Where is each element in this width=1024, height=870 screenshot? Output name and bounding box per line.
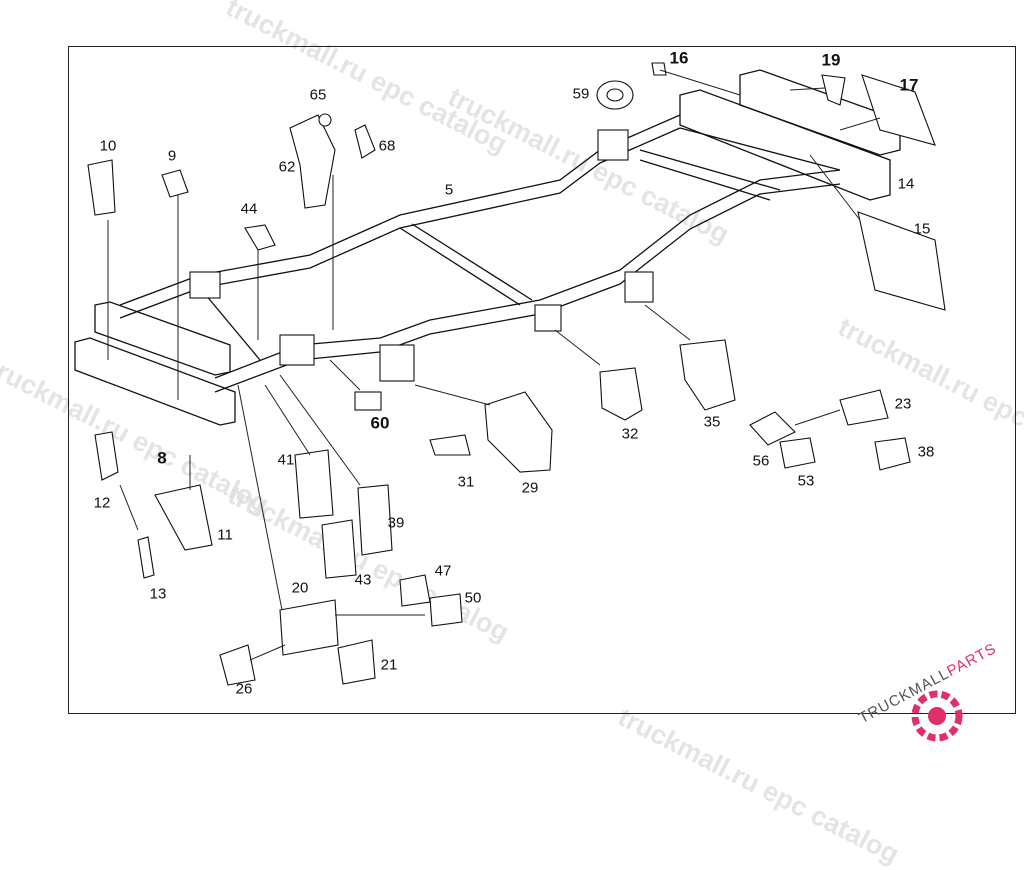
- truckmall-logo: TRUCKMALLPARTS: [852, 640, 1022, 748]
- callout-62: 62: [278, 158, 296, 176]
- callout-41: 41: [277, 451, 295, 469]
- frame-assembly: [74, 69, 901, 426]
- callout-13: 13: [149, 585, 167, 603]
- exploded-drawing: [74, 62, 946, 686]
- callout-65: 65: [309, 86, 327, 104]
- callout-23: 23: [894, 395, 912, 413]
- callout-31: 31: [457, 473, 475, 491]
- callout-20: 20: [291, 579, 309, 597]
- callout-56: 56: [752, 452, 770, 470]
- callout-11: 11: [217, 526, 233, 544]
- callout-60: 60: [370, 413, 390, 433]
- callout-16: 16: [669, 48, 689, 68]
- callout-50: 50: [464, 589, 482, 607]
- callout-19: 19: [821, 50, 841, 70]
- callout-17: 17: [899, 75, 919, 95]
- callout-53: 53: [797, 472, 815, 490]
- callout-9: 9: [167, 147, 177, 165]
- gear-icon: [911, 690, 963, 742]
- diagram-frame: [68, 46, 1016, 714]
- callout-43: 43: [354, 571, 372, 589]
- callout-32: 32: [621, 425, 639, 443]
- callout-68: 68: [378, 137, 396, 155]
- callout-21: 21: [380, 656, 398, 674]
- callout-59: 59: [572, 85, 590, 103]
- leader-lines: [107, 69, 881, 661]
- callout-14: 14: [897, 175, 915, 193]
- callout-47: 47: [434, 562, 452, 580]
- callout-12: 12: [93, 494, 111, 512]
- callout-38: 38: [917, 443, 935, 461]
- callout-8: 8: [157, 448, 167, 468]
- callout-5: 5: [444, 181, 454, 199]
- callout-26: 26: [235, 680, 253, 698]
- callout-35: 35: [703, 413, 721, 431]
- callout-15: 15: [913, 220, 931, 238]
- callout-10: 10: [99, 137, 117, 155]
- callout-44: 44: [240, 200, 258, 218]
- loose-parts: [87, 62, 946, 686]
- callout-29: 29: [521, 479, 539, 497]
- callout-39: 39: [387, 514, 405, 532]
